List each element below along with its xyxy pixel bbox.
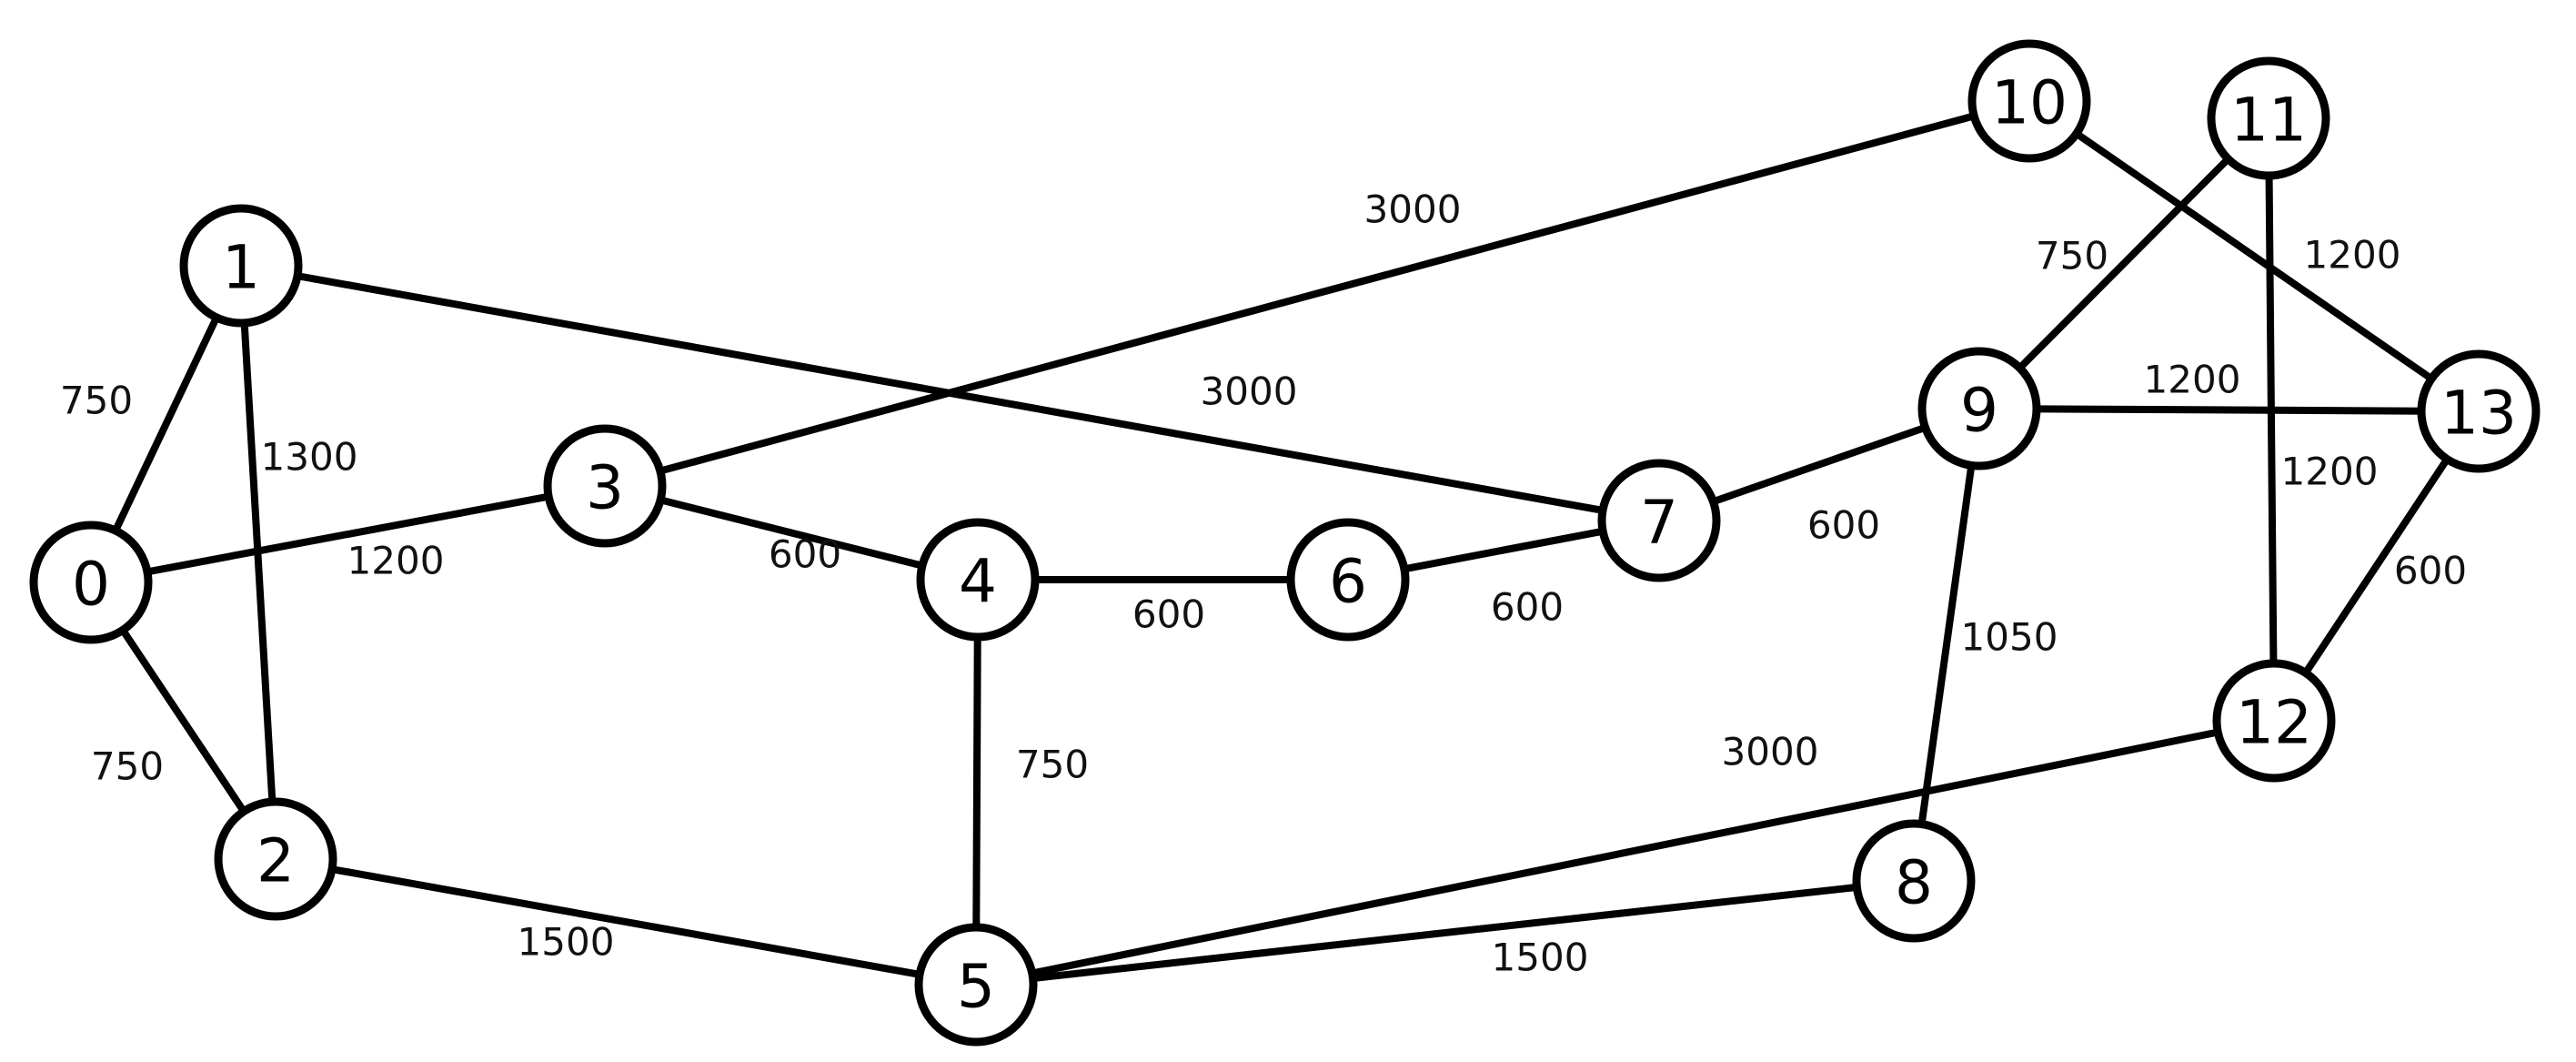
node-4: 4: [916, 518, 1040, 642]
node-circle-10: [1967, 39, 2091, 163]
edge-12-13: [2270, 408, 2482, 724]
edge-weight-label-3-4: 600: [769, 532, 841, 577]
node-circle-8: [1852, 819, 1976, 943]
edge-weight-label-1-7: 3000: [1201, 369, 1298, 414]
node-5: 5: [914, 923, 1038, 1047]
edge-weight-label-5-8: 1500: [1492, 936, 1589, 980]
edge-9-11: [1976, 115, 2272, 412]
edge-weight-label-2-5: 1500: [518, 920, 615, 965]
node-6: 6: [1286, 518, 1410, 642]
node-10: 10: [1967, 39, 2091, 163]
node-2: 2: [214, 797, 337, 921]
edge-weight-label-7-9: 600: [1807, 503, 1880, 548]
node-label-8: 8: [1895, 848, 1933, 918]
node-7: 7: [1597, 459, 1721, 582]
node-label-9: 9: [1960, 376, 1998, 446]
edge-labels-layer: 750 750 1200 1300 3000 1500 600 3000 750 600 1500 3…: [60, 187, 2467, 980]
node-label-11: 11: [2230, 86, 2307, 156]
node-circle-5: [914, 923, 1038, 1047]
edge-3-4: [601, 482, 981, 583]
node-label-2: 2: [257, 826, 295, 896]
node-label-13: 13: [2440, 379, 2517, 449]
node-label-1: 1: [222, 233, 260, 303]
edge-weight-label-10-13: 1200: [2304, 233, 2401, 278]
node-label-0: 0: [72, 550, 110, 620]
edge-9-13: [1976, 405, 2482, 415]
node-8: 8: [1852, 819, 1976, 943]
edge-1-2: [237, 262, 279, 863]
edge-weight-label-5-12: 3000: [1722, 730, 1819, 774]
edge-weight-label-4-5: 750: [1016, 743, 1089, 787]
edge-4-5: [972, 576, 981, 988]
node-circle-9: [1917, 347, 2041, 470]
edges-layer: [87, 97, 2482, 988]
edge-0-3: [87, 482, 609, 586]
node-1: 1: [179, 204, 303, 328]
edge-3-10: [601, 97, 2033, 490]
node-circle-4: [916, 518, 1040, 642]
node-label-6: 6: [1329, 547, 1367, 617]
node-0: 0: [29, 521, 153, 644]
node-circle-13: [2417, 349, 2541, 473]
node-label-3: 3: [586, 453, 624, 523]
node-9: 9: [1917, 347, 2041, 470]
edge-weight-label-1-2: 1300: [261, 435, 358, 480]
edge-5-12: [972, 717, 2278, 988]
edge-weight-label-0-2: 750: [91, 744, 164, 789]
edge-weight-label-12-13: 600: [2394, 549, 2467, 593]
edge-8-9: [1910, 405, 1983, 885]
node-3: 3: [543, 424, 667, 548]
node-label-7: 7: [1640, 488, 1678, 558]
node-circle-2: [214, 797, 337, 921]
edge-10-13: [2026, 97, 2482, 415]
node-11: 11: [2207, 56, 2330, 180]
node-circle-7: [1597, 459, 1721, 582]
edge-weight-label-9-11: 750: [2036, 234, 2108, 278]
edge-weight-label-8-9: 1050: [1961, 615, 2058, 660]
edge-weight-label-0-1: 750: [60, 379, 133, 423]
edge-weight-label-9-13: 1200: [2144, 358, 2241, 402]
edge-11-12: [2265, 115, 2278, 724]
node-circle-12: [2212, 659, 2336, 783]
node-label-12: 12: [2236, 688, 2312, 758]
node-circle-0: [29, 521, 153, 644]
edge-2-5: [272, 855, 980, 988]
edge-5-8: [972, 877, 1917, 988]
edge-weight-label-6-7: 600: [1491, 585, 1564, 630]
node-label-10: 10: [1991, 68, 2068, 138]
edge-weight-label-0-3: 1200: [347, 539, 445, 583]
node-13: 13: [2417, 349, 2541, 473]
node-circle-3: [543, 424, 667, 548]
edge-weight-label-3-10: 3000: [1364, 187, 1462, 232]
edge-weight-label-4-6: 600: [1132, 592, 1205, 637]
node-circle-6: [1286, 518, 1410, 642]
node-circle-11: [2207, 56, 2330, 180]
node-label-4: 4: [959, 547, 997, 617]
node-label-5: 5: [957, 952, 995, 1022]
node-12: 12: [2212, 659, 2336, 783]
node-circle-1: [179, 204, 303, 328]
edge-weight-label-11-12: 1200: [2281, 450, 2379, 494]
